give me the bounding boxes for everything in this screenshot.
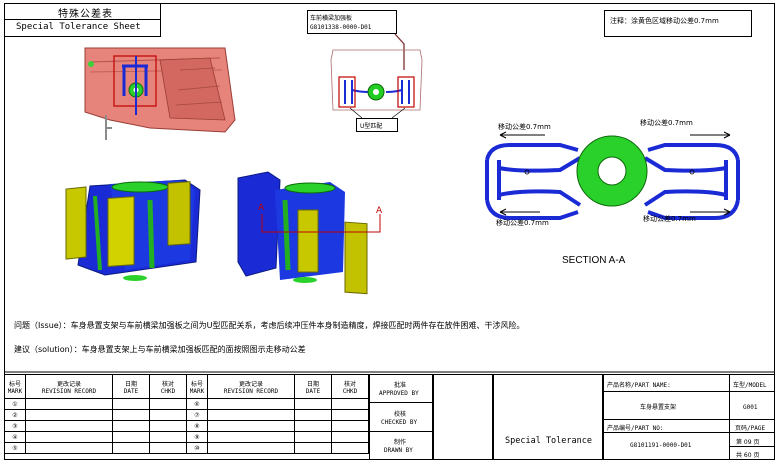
- model-value: G001: [743, 404, 758, 411]
- checked-label-en: CHECKED BY: [381, 419, 418, 426]
- section-label: SECTION A-A: [562, 255, 626, 266]
- mark-cell: ④: [4, 431, 26, 443]
- col-date2-en: DATE: [305, 387, 321, 395]
- approved-label: 批准: [394, 382, 407, 389]
- page-current: 第 09 页: [736, 439, 760, 446]
- tolerance-bottom-left: 移动公差0.7mm: [496, 219, 549, 227]
- mark-cell: ③: [4, 420, 26, 432]
- mark-cell: ⑨: [186, 431, 208, 443]
- bracket-3d-left: [65, 179, 201, 281]
- col-date-en: DATE: [123, 387, 139, 395]
- col-rev-label: 更改记录: [56, 380, 81, 388]
- col-date-label: 日期: [124, 380, 137, 388]
- part-no: G8101191-0000-D01: [630, 442, 692, 449]
- part-info-divider-a: [603, 391, 775, 392]
- col-rev2-en: REVISION RECORD: [223, 387, 279, 395]
- mark-cell: ⑧: [186, 420, 208, 432]
- doc-type-box: [493, 374, 603, 460]
- top-note: 注释：涂黄色区域移动公差0.7mm: [610, 17, 719, 25]
- part-info-vdivider: [729, 374, 730, 460]
- part-name-label: 产品名称/PART NAME:: [607, 382, 671, 389]
- drawn-label: 制作: [394, 439, 407, 446]
- part-name: 车身悬置支架: [640, 404, 677, 411]
- approvals-divider-2: [369, 431, 433, 432]
- title-en: Special Tolerance Sheet: [16, 22, 141, 32]
- part-info-divider-c: [603, 432, 775, 433]
- section-mark-left: A: [258, 203, 265, 213]
- header-box: [4, 3, 161, 37]
- col-date2-label: 日期: [306, 380, 319, 388]
- drawn-label-en: DRAWN BY: [384, 447, 413, 454]
- u-match-diagram: [330, 33, 423, 119]
- col-rev-en: REVISION RECORD: [41, 387, 97, 395]
- u-match-box: [356, 118, 398, 132]
- mark-cell: ②: [4, 409, 26, 421]
- col-chkd-en: CHKD: [160, 387, 176, 395]
- col-mark2-en: MARK: [189, 387, 205, 395]
- mark-cell: ⑩: [186, 442, 208, 454]
- mark-cell: ①: [4, 398, 26, 410]
- signature-area: [433, 374, 493, 460]
- model-label: 车型/MODEL: [733, 382, 767, 389]
- body-panel-render: [84, 47, 236, 140]
- tolerance-top-right: 移动公差0.7mm: [640, 119, 693, 127]
- issue-text: 问题（Issue）：车身悬置支架与车前横梁加强板之间为U型匹配关系，考虑后续冲压…: [14, 321, 525, 330]
- title-cn: 特殊公差表: [58, 9, 113, 20]
- col-mark2-label: 标号: [190, 380, 203, 388]
- tolerance-top-left: 移动公差0.7mm: [498, 123, 551, 131]
- part-info-divider-b: [603, 419, 775, 420]
- note-box: [604, 10, 752, 37]
- solution-text: 建议（solution）：车身悬置支架上与车前横梁加强板匹配的面按照图示走移动公…: [14, 345, 306, 354]
- bracket-3d-right: [237, 171, 381, 295]
- part-info-divider-d: [729, 446, 775, 447]
- part-callout-box: [307, 10, 397, 34]
- col-mark-label: 标号: [8, 380, 21, 388]
- mark-cell: ⑦: [186, 409, 208, 421]
- mark-cell: ⑤: [4, 442, 26, 454]
- col-chkd-label: 核对: [161, 380, 174, 388]
- approvals-box: [369, 374, 433, 460]
- checked-label: 校核: [394, 411, 407, 418]
- part-info-box: [603, 374, 775, 460]
- approved-label-en: APPROVED BY: [379, 390, 419, 397]
- tolerance-bottom-right: 移动公差0.7mm: [643, 215, 696, 223]
- approvals-divider-1: [369, 402, 433, 403]
- section-mark-right: A: [376, 206, 383, 216]
- header-divider: [4, 19, 161, 20]
- col-chkd2-en: CHKD: [342, 387, 358, 395]
- part-callout-line1: 车前横梁加强板: [310, 15, 353, 22]
- col-rev2-label: 更改记录: [238, 380, 263, 388]
- page-total: 共 60 页: [736, 452, 760, 459]
- section-aa-diagram: [485, 131, 740, 220]
- col-mark-en: MARK: [7, 387, 23, 395]
- page-label: 页码/PAGE: [735, 425, 766, 432]
- doc-type: Special Tolerance: [505, 436, 592, 446]
- col-chkd2-label: 核对: [343, 380, 356, 388]
- part-no-label: 产品编号/PART NO:: [607, 425, 664, 432]
- part-callout-line2: G8101338-0000-D01: [310, 24, 372, 31]
- u-match-label: U型匹配: [360, 123, 383, 130]
- mark-cell: ⑥: [186, 398, 208, 410]
